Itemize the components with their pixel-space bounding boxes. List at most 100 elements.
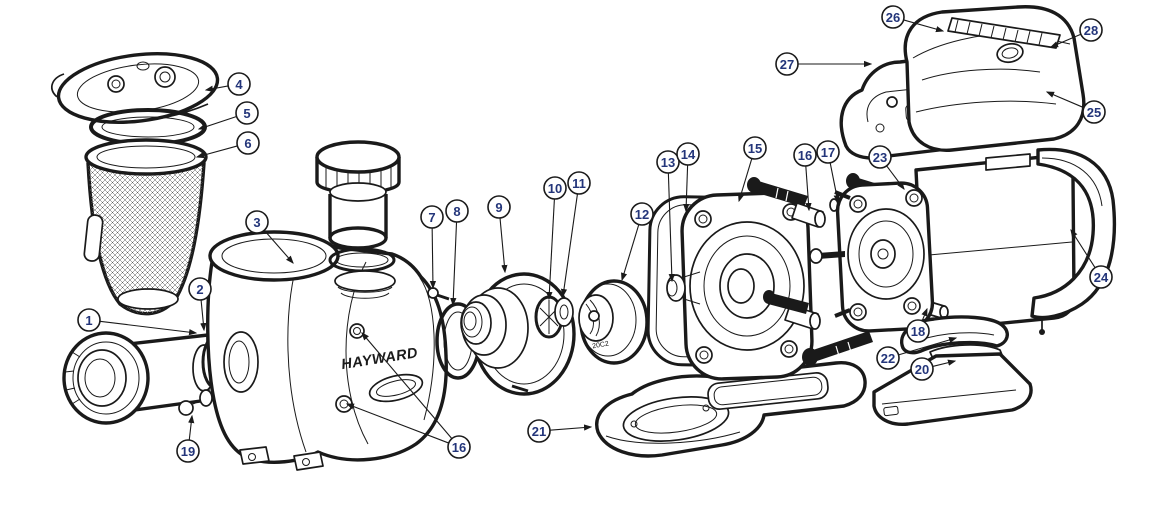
callout-number-16: 16 <box>452 440 466 455</box>
callout-circle-1 <box>77 308 101 332</box>
callout-number-7: 7 <box>428 210 435 225</box>
callout-number-21: 21 <box>532 424 546 439</box>
part-strainer-cover <box>51 52 220 124</box>
callout-circle-17 <box>816 140 840 164</box>
callout-24: 24 <box>1070 228 1113 289</box>
callout-circle-24 <box>1089 265 1113 289</box>
callout-circle-2 <box>188 277 212 301</box>
part-motor <box>809 153 1076 353</box>
callout-17: 17 <box>816 140 840 204</box>
callout-leader-16 <box>805 165 812 212</box>
callout-leader-6 <box>195 145 238 159</box>
callout-leader-16 <box>345 403 449 444</box>
part-drain-plugs <box>178 389 213 416</box>
callout-16: 16 <box>793 143 817 212</box>
callout-number-22: 22 <box>881 351 895 366</box>
callout-circle-27 <box>775 52 799 76</box>
callout-circle-28 <box>1079 18 1103 42</box>
callout-number-10: 10 <box>548 181 562 196</box>
callout-8: 8 <box>445 199 469 307</box>
callout-number-9: 9 <box>495 200 502 215</box>
callout-3: 3 <box>245 210 294 264</box>
callout-2: 2 <box>188 277 212 332</box>
callout-leader-28 <box>1049 33 1082 48</box>
callout-leader-1 <box>99 320 198 336</box>
callout-circle-18 <box>906 319 930 343</box>
callout-number-17: 17 <box>821 145 835 160</box>
callout-25: 25 <box>1045 91 1106 124</box>
callout-leader-7 <box>429 227 437 290</box>
callout-number-4: 4 <box>235 77 243 92</box>
callout-10: 10 <box>543 176 567 301</box>
callout-number-8: 8 <box>453 204 460 219</box>
callout-circle-20 <box>910 357 934 381</box>
callout-14: 14 <box>676 142 700 213</box>
part-drive-cover <box>903 5 1086 152</box>
callout-number-26: 26 <box>886 10 900 25</box>
callout-leader-18 <box>921 307 928 322</box>
callout-leader-15 <box>738 158 753 203</box>
callout-circle-21 <box>527 419 551 443</box>
callout-number-1: 1 <box>85 313 92 328</box>
callout-number-14: 14 <box>681 147 696 162</box>
part-pump-base <box>595 361 867 458</box>
callout-leader-23 <box>886 165 905 190</box>
callout-number-28: 28 <box>1084 23 1098 38</box>
part-discharge-union <box>315 140 401 299</box>
callout-leader-9 <box>499 217 508 274</box>
callout-leader-10 <box>546 198 555 301</box>
housing-plug-upper <box>349 323 365 339</box>
callout-leader-11 <box>560 193 579 298</box>
callout-number-20: 20 <box>915 362 929 377</box>
callout-leader-5 <box>197 115 237 130</box>
callout-leader-13 <box>667 172 675 283</box>
callout-leader-12 <box>621 224 640 282</box>
callout-leader-16 <box>361 332 453 439</box>
callout-number-16: 16 <box>798 148 812 163</box>
part-strainer-basket <box>83 138 208 316</box>
callout-number-18: 18 <box>911 324 925 339</box>
cover-knob <box>996 42 1024 64</box>
callout-circle-16 <box>793 143 817 167</box>
callout-circle-16 <box>447 435 471 459</box>
part-mounting-hardware-lower <box>763 290 873 366</box>
callout-leader-24 <box>1070 228 1096 269</box>
callout-leader-8 <box>450 221 458 307</box>
callout-11: 11 <box>560 171 591 298</box>
callout-leader-2 <box>200 299 207 332</box>
callout-circle-10 <box>543 176 567 200</box>
callout-circle-19 <box>176 439 200 463</box>
part-impeller: 20C2 <box>578 279 649 365</box>
callout-circle-11 <box>567 171 591 195</box>
callout-leader-19 <box>188 414 195 441</box>
callout-7: 7 <box>420 205 444 290</box>
callout-number-24: 24 <box>1094 270 1109 285</box>
callout-number-27: 27 <box>780 57 794 72</box>
callout-circle-25 <box>1082 100 1106 124</box>
callout-number-2: 2 <box>196 282 203 297</box>
callout-number-13: 13 <box>661 155 675 170</box>
callout-9: 9 <box>487 195 511 274</box>
callout-leader-22 <box>898 336 958 356</box>
callout-leader-14 <box>683 164 690 213</box>
callout-number-19: 19 <box>181 444 195 459</box>
callout-leader-4 <box>204 85 229 92</box>
callout-22: 22 <box>876 336 958 370</box>
callout-circle-7 <box>420 205 444 229</box>
callout-5: 5 <box>197 101 259 130</box>
callout-23: 23 <box>868 145 905 190</box>
part-seal-plate <box>666 191 814 381</box>
part-shaft-seal <box>534 295 574 339</box>
callout-number-11: 11 <box>572 176 586 191</box>
callout-18: 18 <box>906 307 930 343</box>
impeller-marking: 20C2 <box>592 340 610 350</box>
callout-27: 27 <box>775 52 873 76</box>
callout-16: 16 <box>345 332 471 459</box>
callout-circle-22 <box>876 346 900 370</box>
callout-leader-21 <box>549 424 593 431</box>
callout-circle-8 <box>445 199 469 223</box>
callout-circle-9 <box>487 195 511 219</box>
callout-number-12: 12 <box>635 207 649 222</box>
